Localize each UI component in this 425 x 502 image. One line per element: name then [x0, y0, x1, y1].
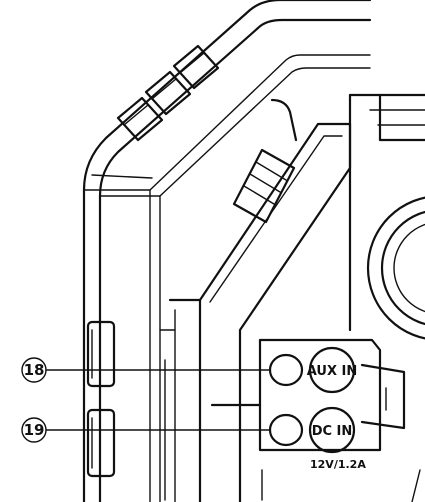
tuning-knob	[232, 98, 298, 224]
port-panel	[258, 338, 406, 452]
callout-18: 18	[21, 357, 271, 383]
aux-in-label: AUX IN	[307, 364, 357, 379]
dc-in-label: DC IN	[312, 424, 353, 439]
callout-number: 19	[24, 421, 45, 439]
handle-grip-ridges	[116, 44, 220, 142]
aux-in-port: AUX IN	[268, 346, 357, 394]
roll-bar-handle	[82, 0, 372, 502]
device-body	[159, 93, 425, 502]
dc-in-port: DC IN	[268, 406, 356, 454]
power-rating-label: 12V/1.2A	[310, 458, 366, 471]
rail-grip-pads	[86, 320, 116, 478]
callout-19: 19	[21, 417, 271, 443]
callout-number: 18	[24, 361, 45, 379]
